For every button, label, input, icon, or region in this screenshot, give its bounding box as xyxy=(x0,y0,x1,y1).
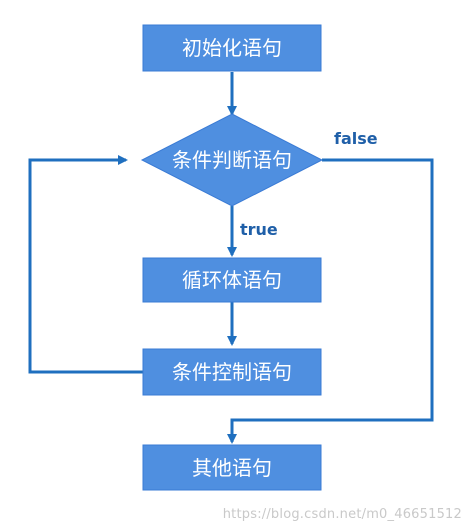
node-control-label: 条件控制语句 xyxy=(172,360,292,384)
node-init-label: 初始化语句 xyxy=(182,36,282,60)
node-condition-diamond xyxy=(140,113,324,207)
node-condition-label: 条件判断语句 xyxy=(172,148,292,172)
node-condition: 条件判断语句 xyxy=(140,113,324,207)
node-loop-body-box xyxy=(142,257,322,303)
node-init-box xyxy=(142,24,322,72)
edge-label-true: true xyxy=(240,220,278,239)
node-control: 条件控制语句 xyxy=(142,348,322,396)
node-other: 其他语句 xyxy=(142,444,322,491)
node-loop-body-label: 循环体语句 xyxy=(182,268,282,292)
connectors xyxy=(28,72,434,444)
node-control-box xyxy=(142,348,322,396)
node-init: 初始化语句 xyxy=(142,24,322,72)
edge-condition-to-other xyxy=(227,158,434,444)
node-other-box xyxy=(142,444,322,491)
edge-control-back-to-condition xyxy=(28,155,143,374)
node-loop-body: 循环体语句 xyxy=(142,257,322,303)
edge-label-false: false xyxy=(334,129,378,148)
node-other-label: 其他语句 xyxy=(192,456,272,480)
watermark-text: https://blog.csdn.net/m0_46651512 xyxy=(222,507,462,522)
